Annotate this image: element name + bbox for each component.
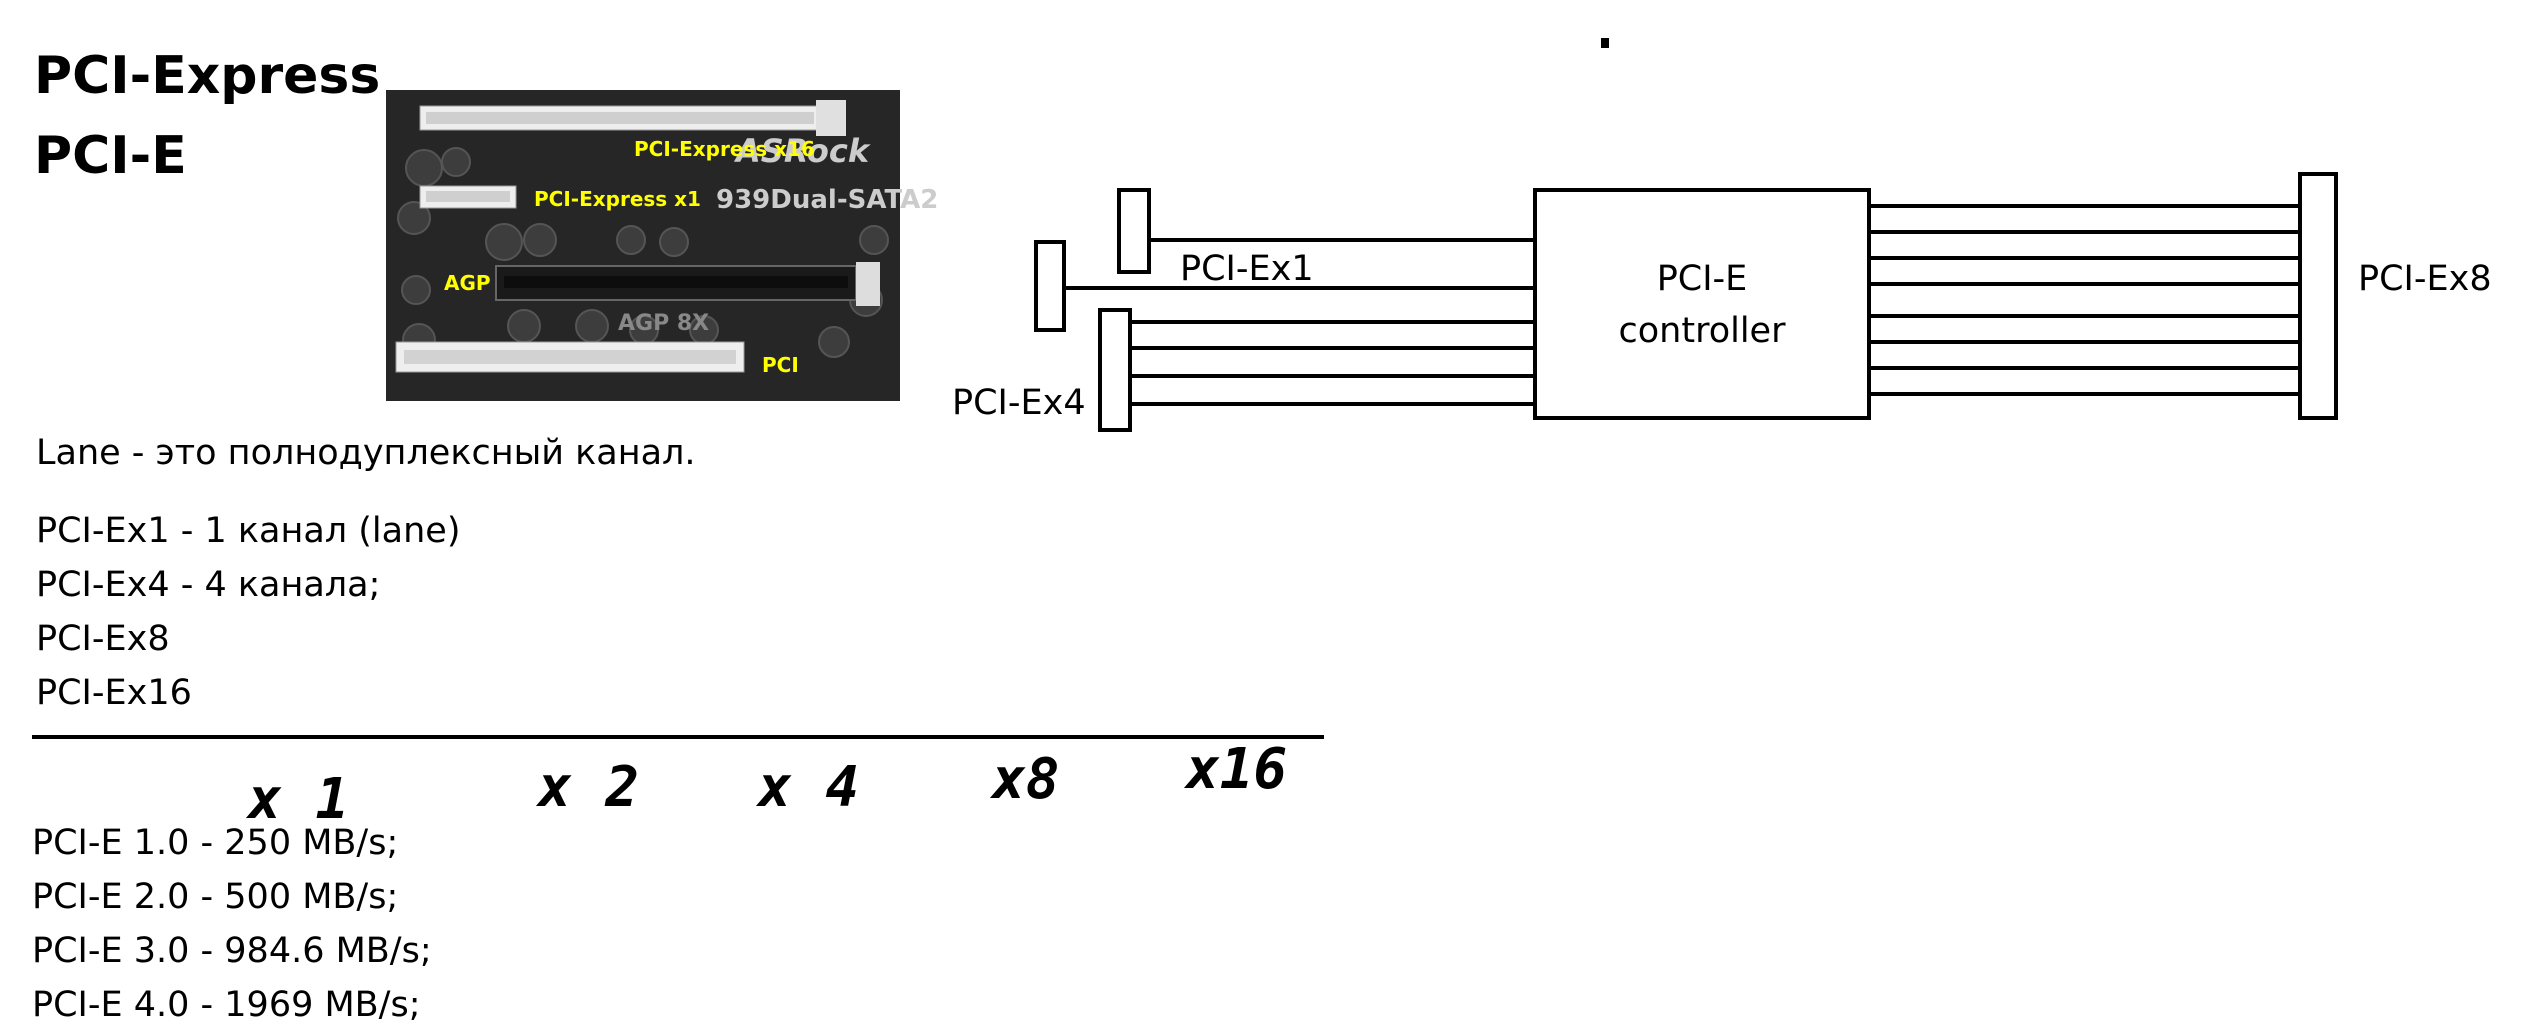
slot-pcie-x8-label: PCI-Ex8 [2358,259,2492,299]
page-title-line2: PCI-E [34,126,187,186]
note-item-x8: PCI-Ex8 [36,619,170,659]
note-item-x16: PCI-Ex16 [36,673,192,713]
pcie-x16-latch [816,100,846,136]
lane-definition: Lane - это полнодуплексный канал. [36,433,696,473]
handwritten-x8: x8 [989,747,1059,812]
board-agp-marking: AGP 8X [618,311,709,336]
controller-line2: controller [1619,311,1787,351]
label-agp: AGP [444,271,491,295]
page-title-line1: PCI-Express [34,46,381,106]
agp-latch [856,262,880,306]
speed-pcie-1: PCI-E 1.0 - 250 MB/s; [32,823,399,863]
multiplier-row: x 1 x 2 x 4 x8 x16 [32,735,1324,832]
label-pcie-x16: PCI-Express x16 [634,137,815,161]
speed-pcie-3: PCI-E 3.0 - 984.6 MB/s; [32,931,432,971]
label-pcie-x1: PCI-Express x1 [534,187,701,211]
speed-pcie-4: PCI-E 4.0 - 1969 MB/s; [32,985,421,1025]
board-brand-text: ASRock [733,132,871,170]
pcie-controller [1533,188,1871,420]
motherboard-photo: ASRock 939Dual-SATA2 AGP 8X PCI-Express … [386,90,938,401]
handwritten-x2: x 2 [535,755,639,820]
speed-pcie-2: PCI-E 2.0 - 500 MB/s; [32,877,399,917]
note-item-x1: PCI-Ex1 - 1 канал (lane) [36,511,461,551]
controller-line1: PCI-E [1657,259,1748,299]
slot-pcie-x8 [2298,172,2338,420]
note-item-x4: PCI-Ex4 - 4 канала; [36,565,381,605]
stray-dot [1601,38,1609,48]
handwritten-x1: x 1 [245,767,349,832]
board-model-text: 939Dual-SATA2 [716,185,938,215]
label-pci: PCI [762,353,799,377]
handwritten-x16: x16 [1183,737,1287,802]
motherboard-drawing: ASRock 939Dual-SATA2 AGP 8X PCI-Express … [395,100,938,377]
handwritten-x4: x 4 [755,755,859,820]
